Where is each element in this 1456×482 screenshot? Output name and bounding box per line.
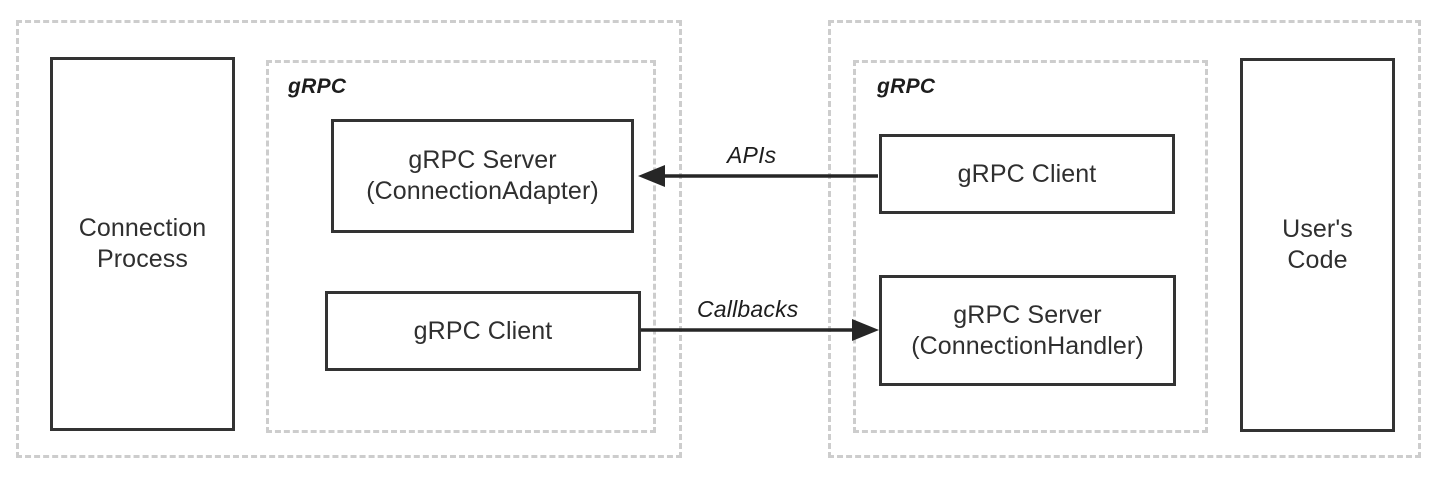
right-grpc-group xyxy=(853,60,1208,433)
connection-process-label: Connection Process xyxy=(78,214,207,273)
users-code-box: User's Code xyxy=(1240,58,1395,432)
right-outer-group xyxy=(828,20,1421,458)
grpc-client-left-label: gRPC Client xyxy=(413,316,553,345)
grpc-client-right-box: gRPC Client xyxy=(879,134,1175,214)
right-grpc-group-caption: gRPC xyxy=(877,75,936,98)
grpc-server-connection-adapter-box: gRPC Server (ConnectionAdapter) xyxy=(331,119,634,233)
left-grpc-group xyxy=(266,60,656,433)
grpc-server-connection-adapter-label: gRPC Server (ConnectionAdapter) xyxy=(366,146,599,205)
left-outer-group xyxy=(16,20,682,458)
grpc-server-connection-handler-box: gRPC Server (ConnectionHandler) xyxy=(879,275,1176,386)
apis-arrow-label: APIs xyxy=(727,142,777,168)
left-grpc-group-caption: gRPC xyxy=(288,75,347,98)
grpc-server-connection-handler-label: gRPC Server (ConnectionHandler) xyxy=(911,300,1144,360)
connection-process-box: Connection Process xyxy=(50,57,235,431)
users-code-label: User's Code xyxy=(1282,215,1353,274)
callbacks-arrow-label: Callbacks xyxy=(697,296,799,322)
grpc-client-right-label: gRPC Client xyxy=(957,159,1097,188)
grpc-client-left-box: gRPC Client xyxy=(325,291,641,371)
